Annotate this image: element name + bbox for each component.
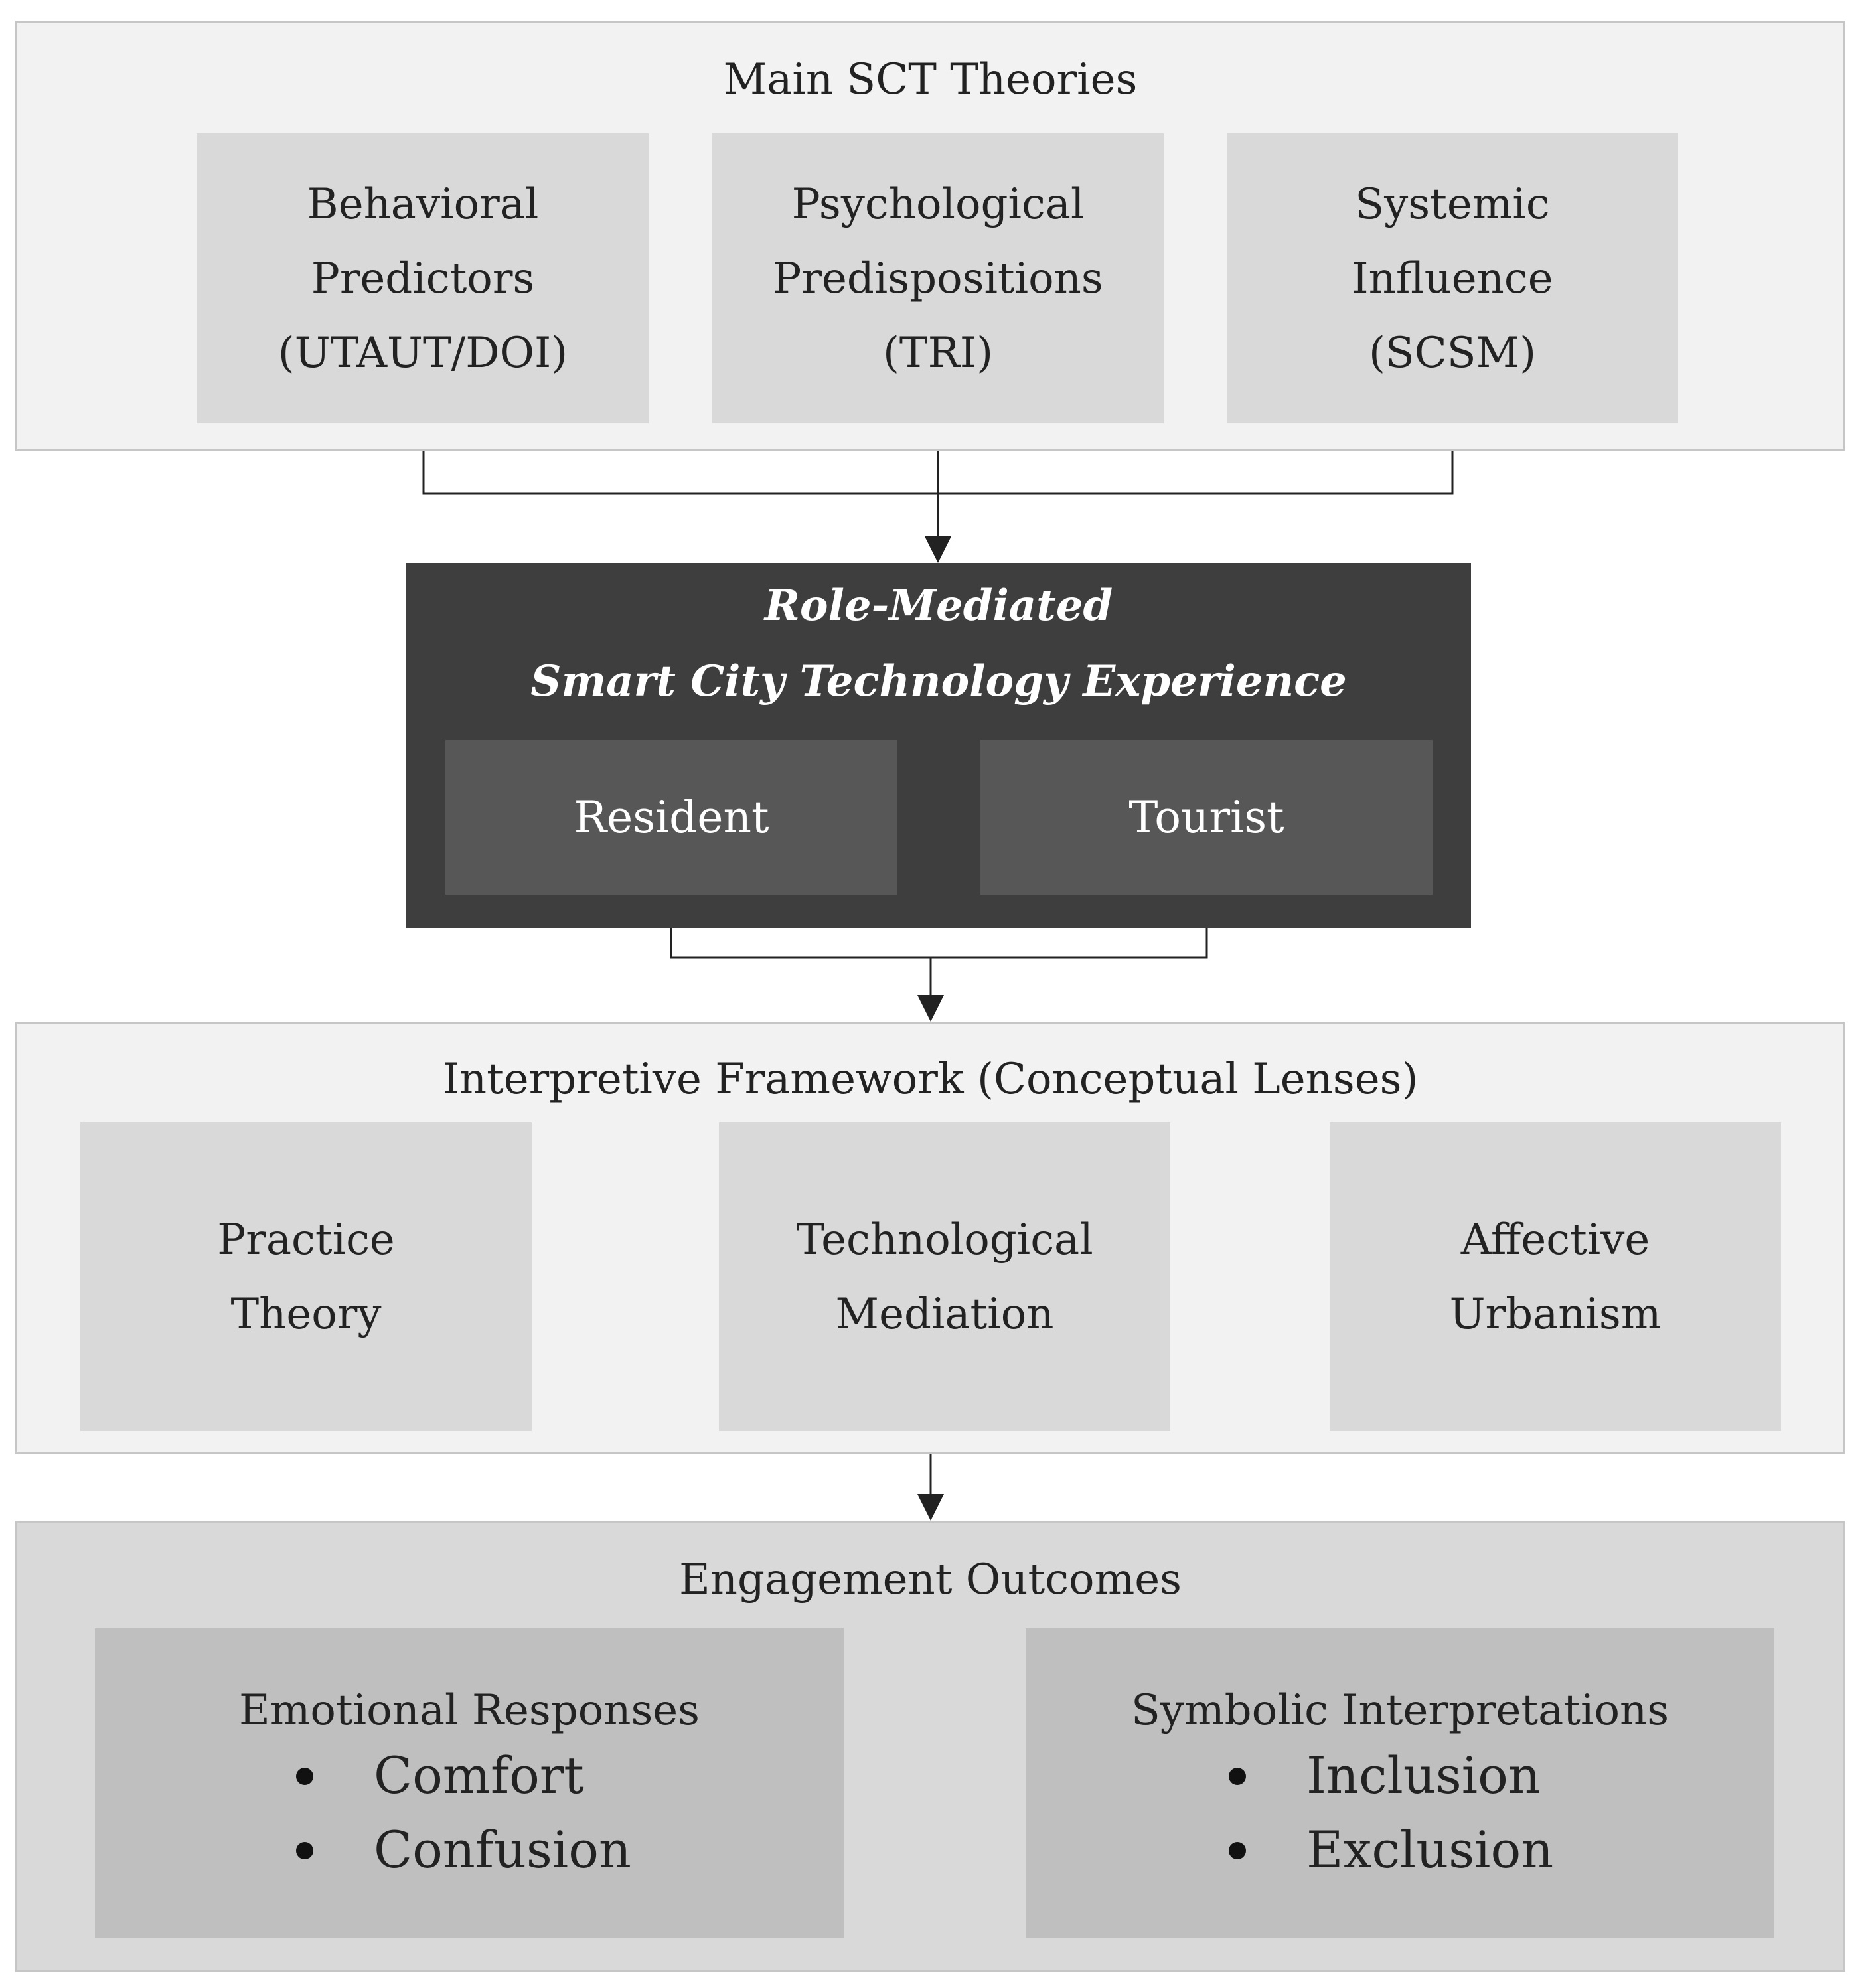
theory-psychological-line1: Psychological — [791, 179, 1085, 229]
outcomes-title: Engagement Outcomes — [679, 1555, 1182, 1604]
theory-behavioral-line2: Predictors — [311, 254, 535, 303]
lens-technological-line1: Technological — [796, 1215, 1093, 1264]
outcome-emotional-box: Emotional Responses Comfort Confusion — [95, 1628, 844, 1938]
framework-title: Interpretive Framework (Conceptual Lense… — [442, 1055, 1419, 1104]
list-item: Exclusion — [1229, 1813, 1554, 1887]
list-item: Comfort — [296, 1738, 631, 1813]
outcome-emotional-title: Emotional Responses — [238, 1686, 700, 1735]
role-tourist-box: Tourist — [980, 740, 1433, 895]
theory-systemic-line1: Systemic — [1355, 179, 1550, 229]
arrowhead-role-to-framework — [917, 995, 944, 1022]
theory-psychological-line2: Predispositions — [773, 254, 1103, 303]
role-tourist-label: Tourist — [1128, 792, 1284, 843]
theory-behavioral-box: Behavioral Predictors (UTAUT/DOI) — [197, 133, 649, 423]
outcome-emotional-item-1: Comfort — [374, 1746, 584, 1805]
outcome-symbolic-list: Inclusion Exclusion — [1229, 1738, 1554, 1887]
arrowhead-framework-to-outcomes — [917, 1494, 944, 1521]
bullet-icon — [1229, 1842, 1246, 1859]
lens-affective-line2: Urbanism — [1449, 1289, 1662, 1339]
theory-psychological-box: Psychological Predispositions (TRI) — [712, 133, 1164, 423]
outcome-emotional-list: Comfort Confusion — [296, 1738, 631, 1887]
theory-systemic-box: Systemic Influence (SCSM) — [1227, 133, 1678, 423]
role-resident-label: Resident — [574, 792, 769, 843]
outcome-symbolic-title: Symbolic Interpretations — [1130, 1686, 1669, 1735]
bullet-icon — [1229, 1768, 1246, 1785]
list-item: Inclusion — [1229, 1738, 1553, 1813]
lens-practice-line1: Practice — [217, 1215, 395, 1264]
outcome-symbolic-box: Symbolic Interpretations Inclusion Exclu… — [1026, 1628, 1774, 1938]
role-title-line2: Smart City Technology Experience — [530, 656, 1347, 706]
role-title: Role-Mediated Smart City Technology Expe… — [406, 568, 1471, 720]
lens-affective-line1: Affective — [1460, 1215, 1650, 1264]
bullet-icon — [296, 1768, 313, 1785]
theories-title: Main SCT Theories — [723, 55, 1138, 104]
theory-behavioral-line3: (UTAUT/DOI) — [277, 328, 568, 378]
lens-practice-box: Practice Theory — [80, 1122, 532, 1431]
arrowhead-theories-to-role — [925, 536, 951, 563]
outcome-emotional-item-2: Confusion — [374, 1820, 631, 1879]
theory-systemic-line3: (SCSM) — [1368, 328, 1537, 378]
outcome-symbolic-item-2: Exclusion — [1306, 1820, 1554, 1879]
role-panel: Role-Mediated Smart City Technology Expe… — [406, 563, 1471, 928]
bullet-icon — [296, 1842, 313, 1859]
list-item: Confusion — [296, 1813, 631, 1887]
role-title-line1: Role-Mediated — [764, 581, 1113, 631]
lens-practice-line2: Theory — [230, 1289, 382, 1339]
theory-behavioral-line1: Behavioral — [307, 179, 539, 229]
theory-psychological-line3: (TRI) — [882, 328, 994, 378]
outcome-symbolic-item-1: Inclusion — [1306, 1746, 1541, 1805]
lens-affective-box: Affective Urbanism — [1330, 1122, 1781, 1431]
lens-technological-box: Technological Mediation — [719, 1122, 1170, 1431]
lens-technological-line2: Mediation — [835, 1289, 1054, 1339]
theory-systemic-line2: Influence — [1352, 254, 1553, 303]
role-resident-box: Resident — [445, 740, 897, 895]
